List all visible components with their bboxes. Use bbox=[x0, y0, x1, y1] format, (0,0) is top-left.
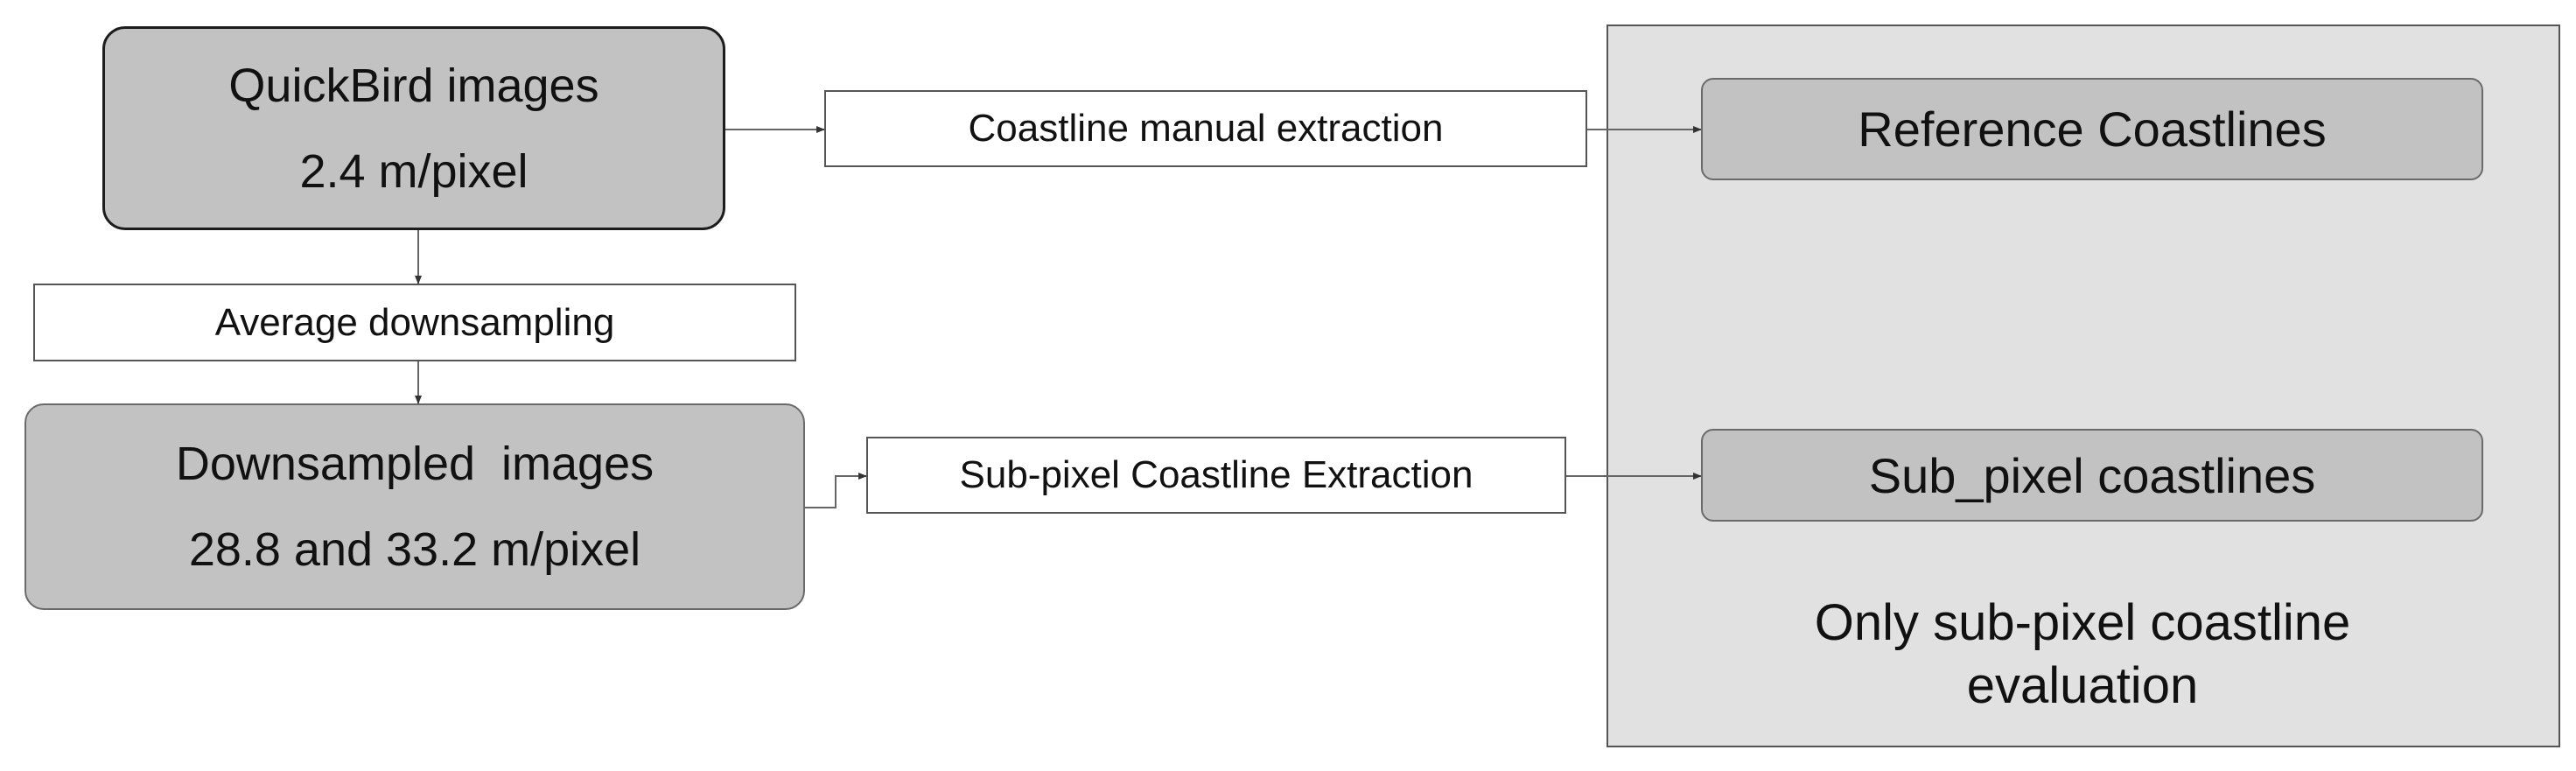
evaluation-note: Only sub-pixel coastline evaluation bbox=[1662, 592, 2502, 723]
evaluation-note-line2: evaluation bbox=[1966, 657, 2199, 714]
subpixel-coastlines-box: Sub_pixel coastlines bbox=[1701, 429, 2483, 522]
reference-coastlines-box: Reference Coastlines bbox=[1701, 78, 2483, 180]
coastline-manual-extraction-label: Coastline manual extraction bbox=[968, 107, 1444, 150]
average-downsampling-box: Average downsampling bbox=[33, 284, 796, 361]
quickbird-resolution-label: 2.4 m/pixel bbox=[299, 144, 528, 198]
reference-coastlines-label: Reference Coastlines bbox=[1858, 102, 2327, 157]
subpixel-coastline-extraction-box: Sub-pixel Coastline Extraction bbox=[866, 437, 1566, 514]
quickbird-images-box: QuickBird images 2.4 m/pixel bbox=[102, 26, 725, 230]
subpixel-coastlines-label: Sub_pixel coastlines bbox=[1868, 447, 2316, 503]
subpixel-coastline-extraction-label: Sub-pixel Coastline Extraction bbox=[959, 453, 1474, 496]
downsampled-resolution-label: 28.8 and 33.2 m/pixel bbox=[188, 523, 641, 576]
average-downsampling-label: Average downsampling bbox=[214, 300, 615, 344]
evaluation-note-line1: Only sub-pixel coastline bbox=[1814, 594, 2351, 651]
downsampled-images-label: Downsampled images bbox=[175, 438, 654, 490]
quickbird-images-label: QuickBird images bbox=[228, 59, 599, 112]
coastline-manual-extraction-box: Coastline manual extraction bbox=[824, 90, 1587, 167]
downsampled-images-box: Downsampled images 28.8 and 33.2 m/pixel bbox=[24, 403, 805, 610]
arrow-downsampled-to-subpixel bbox=[805, 473, 867, 508]
